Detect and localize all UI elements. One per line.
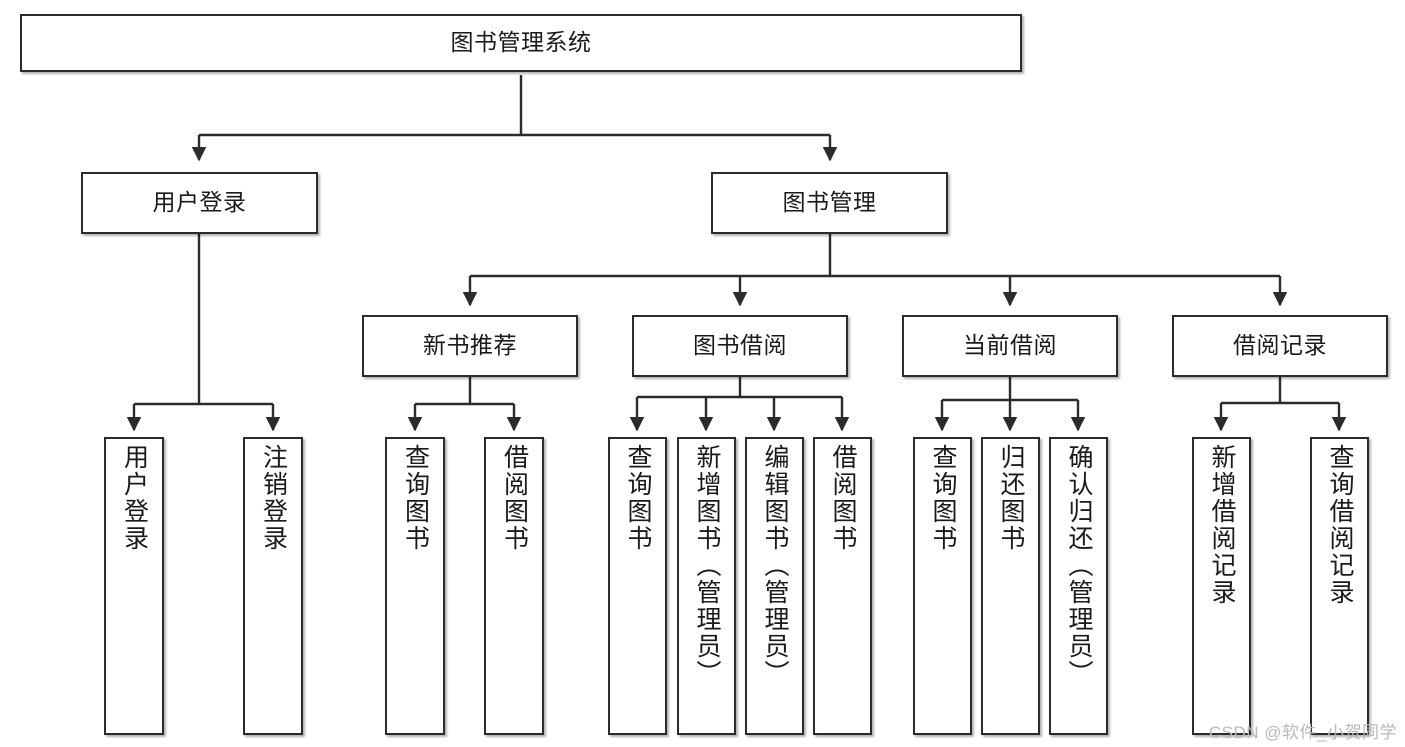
node-label: 用户登录 <box>152 189 247 216</box>
node-book-borrow[interactable]: 图书借阅 <box>632 315 848 377</box>
leaf-recommend-borrow-book[interactable]: 借阅图书 <box>484 437 544 735</box>
node-label: 当前借阅 <box>963 332 1057 359</box>
node-label: 图书管理 <box>782 189 877 216</box>
node-label: 确认归还（管理员） <box>1065 444 1093 687</box>
leaf-borrow-add-book-admin[interactable]: 新增图书（管理员） <box>677 437 736 735</box>
leaf-current-return-book[interactable]: 归还图书 <box>981 437 1040 735</box>
node-user-login[interactable]: 用户登录 <box>81 172 318 234</box>
leaf-record-add-record[interactable]: 新增借阅记录 <box>1192 437 1251 735</box>
node-label: 查询借阅记录 <box>1326 444 1354 606</box>
leaf-user-login-logout[interactable]: 注销登录 <box>243 437 303 735</box>
leaf-record-query-record[interactable]: 查询借阅记录 <box>1310 437 1369 735</box>
node-label: 图书借阅 <box>693 332 787 359</box>
leaf-borrow-query-book[interactable]: 查询图书 <box>608 437 667 735</box>
node-current-borrow[interactable]: 当前借阅 <box>902 315 1118 377</box>
leaf-recommend-query-book[interactable]: 查询图书 <box>385 437 445 735</box>
node-book-management[interactable]: 图书管理 <box>711 172 948 234</box>
node-new-book-recommend[interactable]: 新书推荐 <box>362 315 578 377</box>
node-label: 归还图书 <box>997 444 1025 552</box>
node-label: 查询图书 <box>401 444 430 552</box>
leaf-borrow-edit-book-admin[interactable]: 编辑图书（管理员） <box>745 437 804 735</box>
node-label: 注销登录 <box>259 444 288 552</box>
node-label: 新增图书（管理员） <box>693 444 721 687</box>
node-label: 借阅图书 <box>829 444 857 552</box>
leaf-user-login-login[interactable]: 用户登录 <box>104 437 164 735</box>
node-label: 借阅记录 <box>1233 332 1327 359</box>
node-label: 查询图书 <box>929 444 957 552</box>
node-borrow-record[interactable]: 借阅记录 <box>1172 315 1388 377</box>
node-label: 用户登录 <box>120 444 149 552</box>
node-root-system[interactable]: 图书管理系统 <box>20 14 1022 72</box>
node-label: 编辑图书（管理员） <box>761 444 789 687</box>
node-label: 图书管理系统 <box>450 29 592 56</box>
node-label: 新增借阅记录 <box>1208 444 1236 606</box>
csdn-watermark: CSDN @软件_小贺同学 <box>1208 723 1397 742</box>
node-label: 新书推荐 <box>423 332 517 359</box>
leaf-current-confirm-return-admin[interactable]: 确认归还（管理员） <box>1049 437 1108 735</box>
node-label: 借阅图书 <box>500 444 529 552</box>
node-label: 查询图书 <box>624 444 652 552</box>
leaf-borrow-borrow-book[interactable]: 借阅图书 <box>813 437 872 735</box>
leaf-current-query-book[interactable]: 查询图书 <box>913 437 972 735</box>
